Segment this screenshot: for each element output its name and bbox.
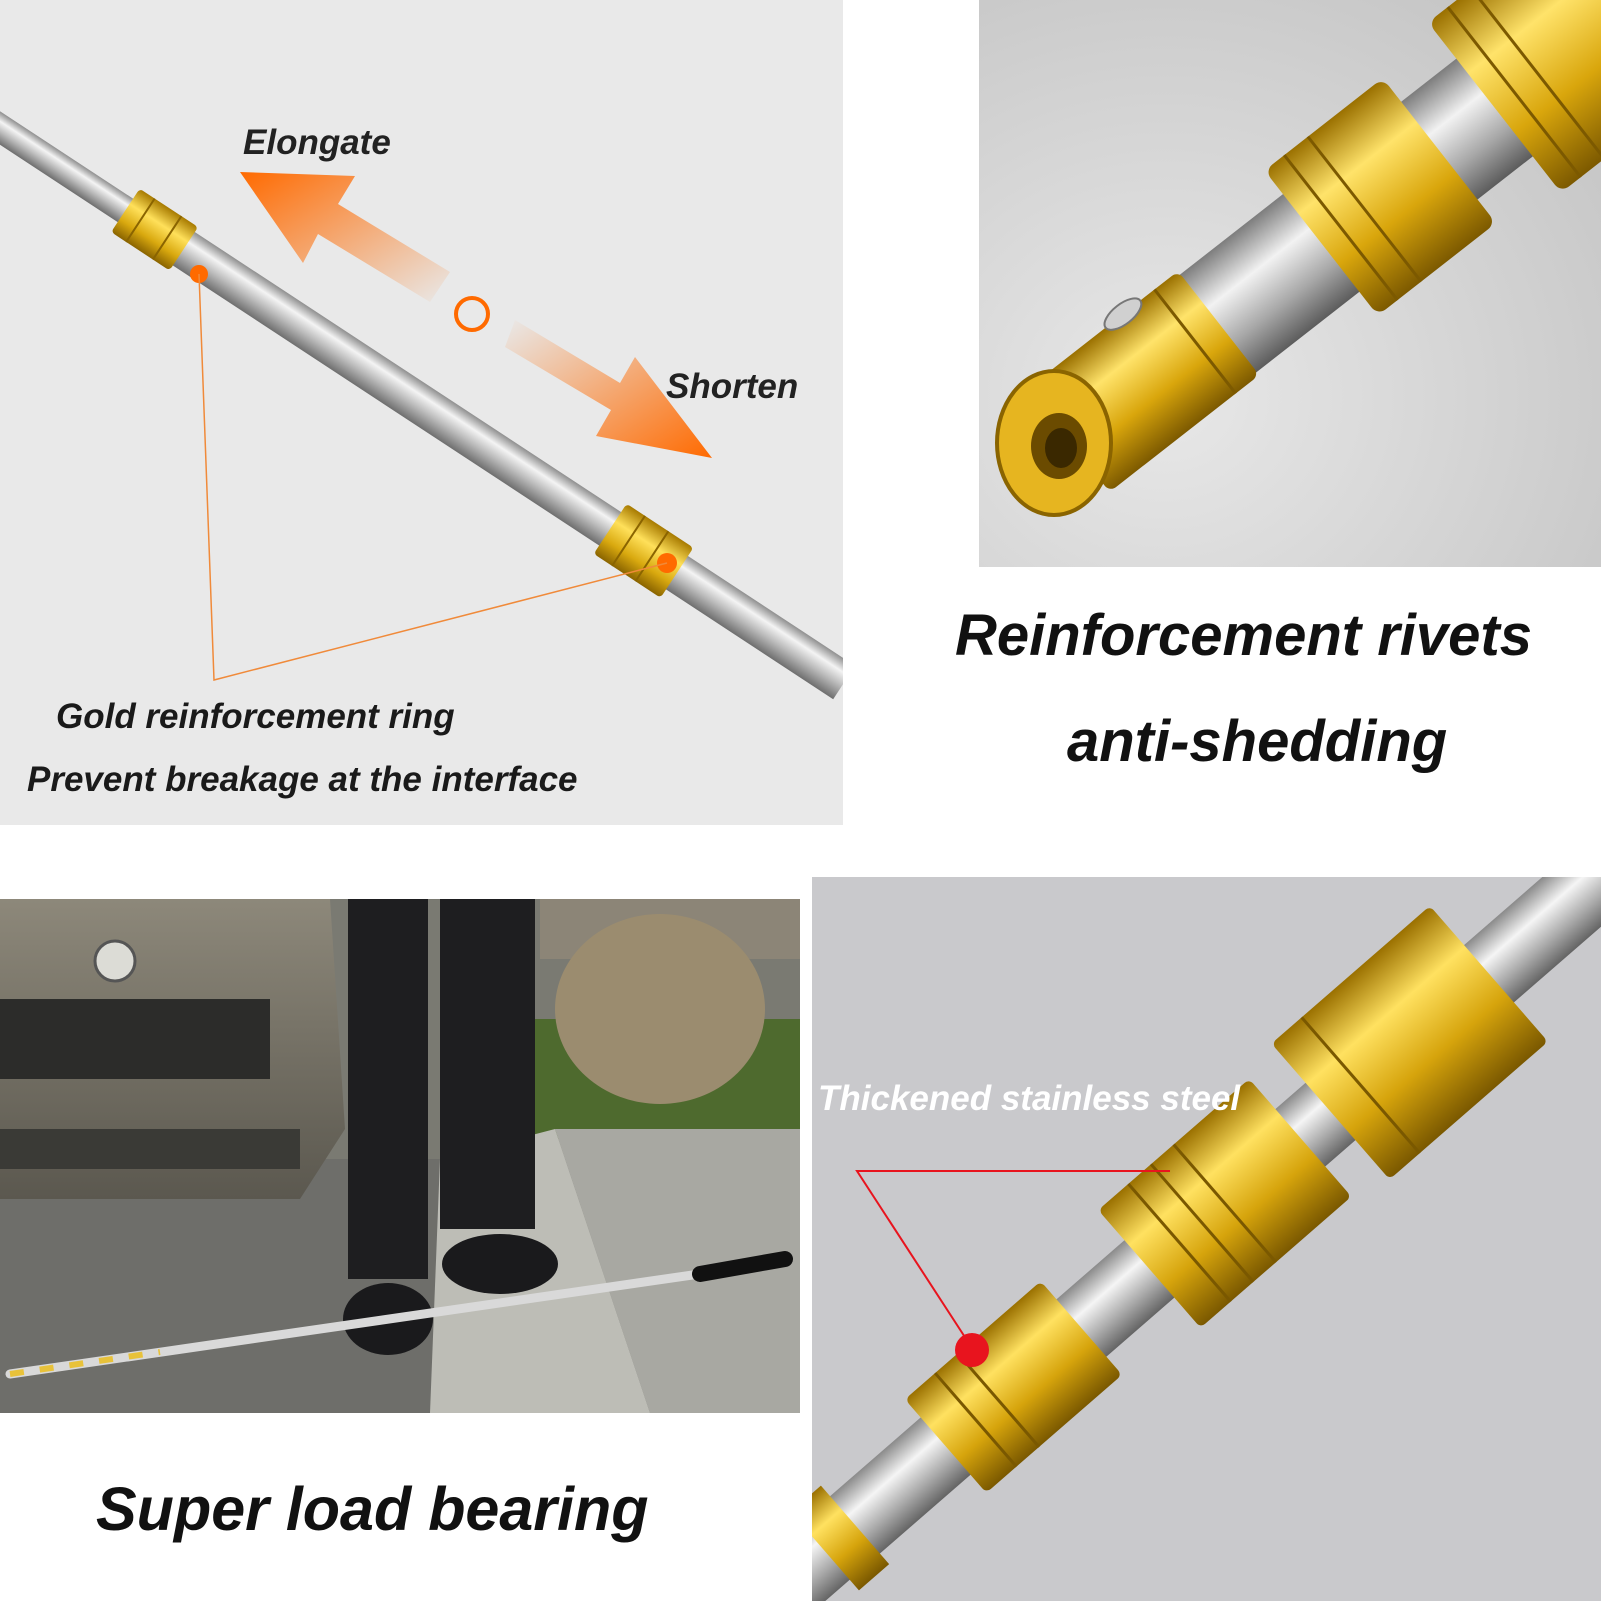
pivot-circle-icon: [454, 296, 490, 332]
shorten-arrow: [505, 320, 712, 458]
load-bearing-caption: Super load bearing: [96, 1475, 649, 1543]
callout-marker: [955, 1333, 989, 1367]
elongate-label: Elongate: [243, 123, 391, 162]
thickened-steel-label: Thickened stainless steel: [818, 1079, 1241, 1118]
ring-caption-line1: Gold reinforcement ring: [56, 697, 455, 736]
steel-closeup-illustration: [812, 877, 1601, 1601]
telescopic-pole: [5, 1266, 725, 1379]
gold-ring-upper: [112, 190, 197, 269]
steel-pole-thin: [0, 105, 150, 234]
rivet-closeup-illustration: [979, 0, 1601, 567]
person-left-leg: [348, 899, 428, 1279]
telescopic-pole-illustration: [0, 105, 843, 700]
load-bearing-scene: [0, 899, 800, 1413]
leader-line: [198, 273, 668, 681]
rivets-photo-panel: [979, 0, 1601, 567]
pole-grip: [692, 1251, 793, 1282]
callout-leader-line: [855, 1170, 1170, 1349]
gold-ring-lower: [595, 505, 692, 597]
rivet-head: [1103, 297, 1143, 331]
car-grille: [0, 999, 270, 1079]
shorten-label: Shorten: [666, 367, 799, 406]
right-shoe: [442, 1234, 558, 1294]
rivets-caption-line2: anti-shedding: [1067, 709, 1448, 774]
ring-caption-line2: Prevent breakage at the interface: [27, 760, 578, 799]
load-bearing-photo-panel: [0, 899, 800, 1413]
boulder: [555, 914, 765, 1104]
car-fog-light: [93, 939, 137, 983]
rivets-caption-line1: Reinforcement rivets: [955, 603, 1532, 668]
steel-pole-thick: [131, 204, 843, 700]
steel-photo-panel: Thickened stainless steel: [812, 877, 1601, 1601]
person-right-leg: [440, 899, 535, 1229]
curb: [555, 1129, 800, 1413]
telescopic-panel: Elongate Shorten Gold reinforcement ring…: [0, 0, 843, 825]
elongate-arrow: [240, 172, 450, 302]
